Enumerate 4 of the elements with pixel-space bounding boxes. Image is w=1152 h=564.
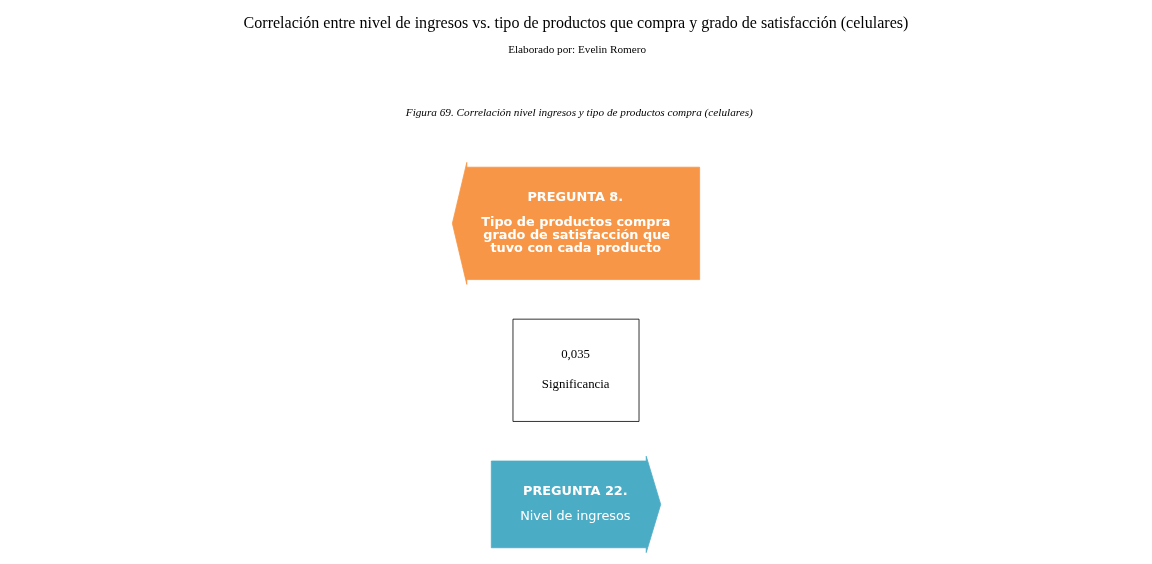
diagram-title: Correlación entre nivel de ingresos vs. tipo de productos que compra y grado de satisfacción (celulares) bbox=[243, 13, 909, 31]
node-box: 0,035 Significancia bbox=[512, 318, 640, 422]
label: Elaborado por: Evelin Romero bbox=[508, 42, 647, 55]
caption: Figura 69. Correlación nivel ingresos y tipo de productos compra (celulares) bbox=[405, 105, 753, 118]
